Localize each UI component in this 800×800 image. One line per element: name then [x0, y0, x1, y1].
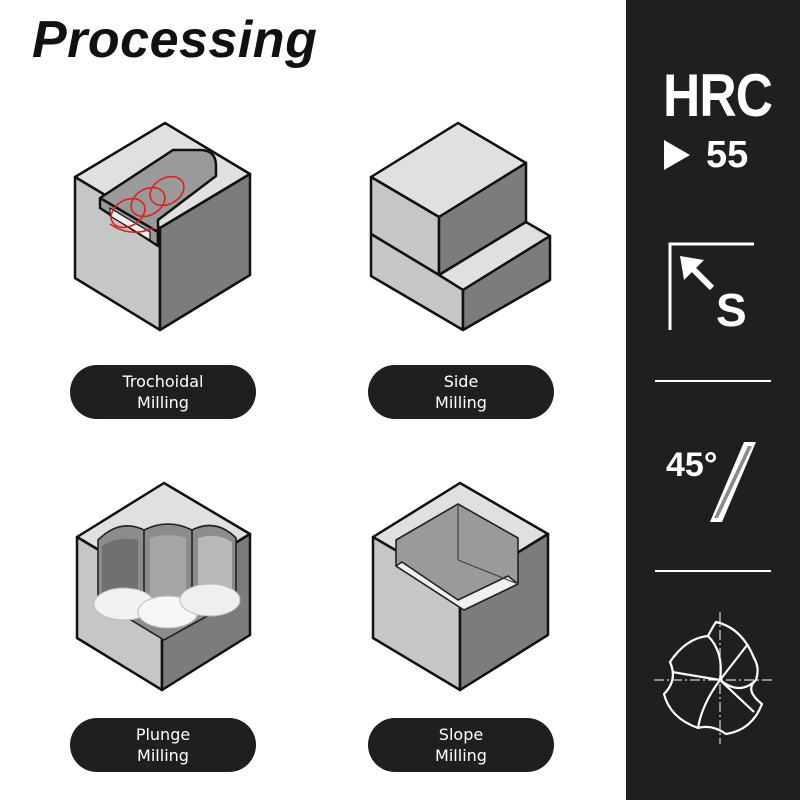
trochoidal-milling-illustration [73, 121, 252, 332]
method-type: Milling [435, 746, 487, 765]
helix-angle-value: 45° [666, 446, 718, 484]
page-title: Processing [32, 11, 318, 69]
arrow-up-left-icon [680, 256, 715, 291]
sidebar-divider [655, 380, 771, 382]
plunge-milling-illustration [75, 481, 252, 692]
hardness-value: 55 [706, 134, 749, 176]
hardness-label: HRC [663, 62, 773, 129]
side-milling-label: Side Milling [368, 365, 554, 419]
method-type: Milling [435, 393, 487, 412]
sidebar-divider [655, 570, 771, 572]
flute-cross-section-icon [654, 612, 774, 744]
hardness-row: 55 [660, 132, 770, 176]
method-name: Slope [438, 725, 484, 744]
method-name: Side [443, 372, 479, 391]
shank-symbol: S [716, 284, 747, 334]
plunge-milling-label: Plunge Milling [70, 718, 256, 772]
method-name: Trochoidal [122, 372, 204, 391]
method-type: Milling [137, 393, 189, 412]
processing-panel: Processing Trochoidal M [32, 11, 554, 772]
slope-milling-label: Slope Milling [368, 718, 554, 772]
arrow-right-icon [664, 140, 690, 170]
side-milling-illustration [369, 121, 552, 332]
helix-angle-icon [710, 442, 756, 522]
spec-sidebar [626, 0, 800, 800]
slope-milling-illustration [371, 481, 550, 692]
shank-tolerance-icon: S [668, 242, 754, 334]
method-name: Plunge [135, 725, 191, 744]
trochoidal-milling-label: Trochoidal Milling [70, 365, 256, 419]
method-type: Milling [137, 746, 189, 765]
